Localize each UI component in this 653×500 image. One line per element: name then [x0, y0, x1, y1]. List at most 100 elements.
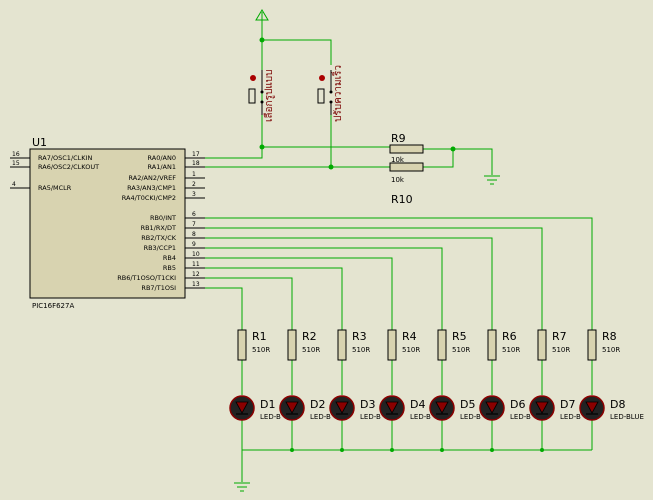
resistor-value: 510R: [552, 346, 570, 354]
junction-dots: [259, 37, 544, 452]
ic-pin-number: 11: [192, 261, 200, 268]
resistor-value: 510R: [302, 346, 320, 354]
ic-pin-number: 9: [192, 241, 196, 248]
resistor-value: 10k: [391, 156, 405, 164]
power-terminal-icon: [255, 9, 269, 21]
resistor-r9: R9 10k: [389, 132, 424, 164]
resistor-r1: R1 510R: [237, 329, 270, 361]
resistor-ref: R8: [602, 330, 617, 343]
ic-pin-number: 1: [192, 171, 196, 178]
ic-pin-number: 6: [192, 211, 196, 218]
junction-dot: [490, 448, 494, 452]
switch-label: ปรับความเร็ว: [330, 65, 344, 122]
resistor-ref: R1: [252, 330, 267, 343]
resistor-ref: R7: [552, 330, 567, 343]
resistor-value: 510R: [252, 346, 270, 354]
led-type: LED-B: [410, 413, 431, 421]
resistor-ref: R4: [402, 330, 417, 343]
resistor-value: 510R: [602, 346, 620, 354]
led-ref: D6: [510, 398, 525, 411]
ic-pin-label: RB0/INT: [150, 214, 176, 222]
ic-pin-label: RA3/AN3/CMP1: [127, 184, 176, 192]
ground-symbol-icon: [234, 482, 250, 492]
ic-pin-number: 3: [192, 191, 196, 198]
switch-adjust-speed: ปรับความเร็ว: [317, 65, 344, 122]
ic-pin-label: RA2/AN2/VREF: [129, 174, 177, 182]
resistor-value: 510R: [452, 346, 470, 354]
ic-pin-number: 16: [12, 151, 20, 158]
ic-pin-number: 2: [192, 181, 196, 188]
resistor-value: 510R: [402, 346, 420, 354]
ic-pin: 1 RA2/AN2/VREF: [129, 171, 205, 182]
junction-dot: [328, 164, 334, 170]
ic-part: PIC16F627A: [32, 302, 74, 310]
resistor-r3: R3 510R: [337, 329, 370, 361]
ic-pin-number: 8: [192, 231, 196, 238]
resistor-ref: R3: [352, 330, 367, 343]
resistor-r7: R7 510R: [537, 329, 570, 361]
led-type: LED-B: [310, 413, 331, 421]
ic-pin-number: 17: [192, 151, 200, 158]
led-type: LED-BLUE: [610, 413, 644, 421]
junction-dot: [340, 448, 344, 452]
ic-pin: 2 RA3/AN3/CMP1: [127, 181, 205, 192]
ic-pin-number: 10: [192, 251, 200, 258]
ic-pin-number: 13: [192, 281, 200, 288]
ground-symbol-icon: [484, 175, 500, 185]
junction-dot: [259, 144, 265, 150]
resistor-ref: R5: [452, 330, 467, 343]
ic-pin: 6 RB0/INT: [150, 211, 205, 222]
junction-dot: [540, 448, 544, 452]
ic-pin-label: RB2/TX/CK: [141, 234, 176, 242]
resistor-r10: 10k R10: [389, 162, 424, 206]
ic-pin-label: RB5: [163, 264, 176, 272]
resistor-ref: R9: [391, 132, 406, 145]
ic-pin-label: RA4/T0CKI/CMP2: [122, 194, 176, 202]
led-type: LED-B: [460, 413, 481, 421]
resistor-ref: R2: [302, 330, 317, 343]
ic-pin-number: 15: [12, 160, 20, 167]
ic-pin-number: 12: [192, 271, 200, 278]
ic-pin: 7 RB1/RX/DT: [141, 221, 205, 232]
ic-pin: 3 RA4/T0CKI/CMP2: [122, 191, 205, 202]
led-ref: D5: [460, 398, 475, 411]
ic-pin: 11 RB5: [163, 261, 205, 272]
resistor-value: 510R: [502, 346, 520, 354]
led-ref: D8: [610, 398, 625, 411]
switch-select-pattern: เลือกรูปแบบ: [248, 70, 275, 122]
ic-pin-label: RB3/CCP1: [144, 244, 176, 252]
resistor-r5: R5 510R: [437, 329, 470, 361]
led-ref: D2: [310, 398, 325, 411]
junction-dot: [390, 448, 394, 452]
ic-pin-label: RB1/RX/DT: [141, 224, 176, 232]
ic-pin: 8 RB2/TX/CK: [141, 231, 205, 242]
junction-dot: [450, 146, 456, 152]
wires: [205, 20, 593, 482]
ic-pin-label: RA1/AN1: [148, 163, 176, 171]
junction-dot: [440, 448, 444, 452]
ic-pin-number: 7: [192, 221, 196, 228]
resistor-r4: R4 510R: [387, 329, 420, 361]
junction-dot: [259, 37, 265, 43]
resistor-value: 10k: [391, 176, 405, 184]
led-type: LED-B: [510, 413, 531, 421]
resistor-value: 510R: [352, 346, 370, 354]
